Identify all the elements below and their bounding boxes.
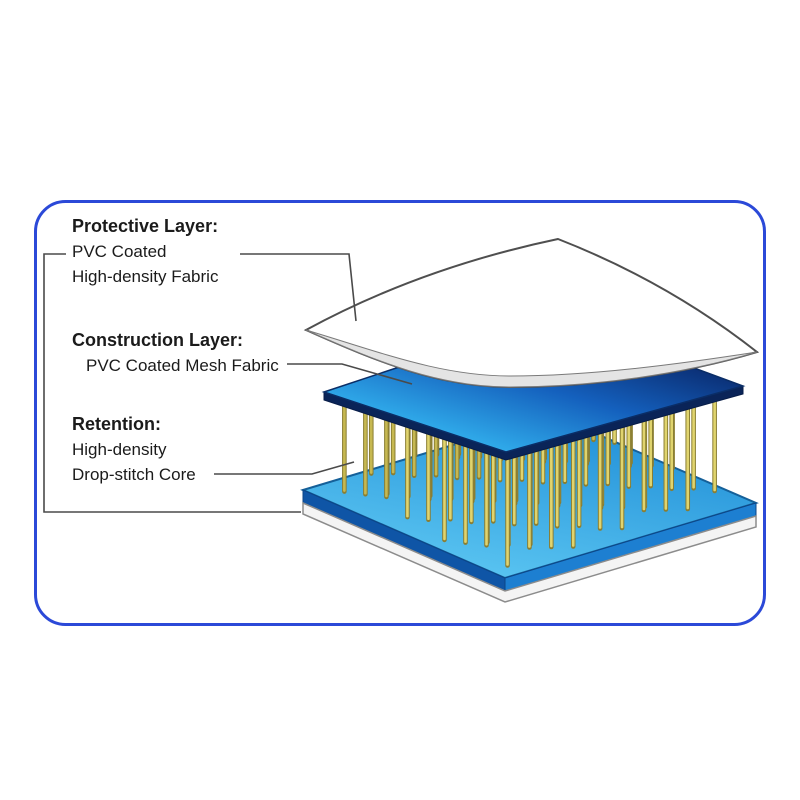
top-sheet: [303, 237, 760, 389]
retention-line2: Drop-stitch Core: [72, 465, 196, 484]
label-protective-layer: Protective Layer: PVC Coated High-densit…: [72, 214, 218, 289]
retention-title: Retention:: [72, 414, 161, 434]
top-sheet-underside: [305, 329, 758, 388]
label-construction-layer: Construction Layer: PVC Coated Mesh Fabr…: [72, 328, 279, 378]
leader-retention: [214, 461, 355, 475]
retention-line1: High-density: [72, 440, 167, 459]
construction-layer-title: Construction Layer:: [72, 330, 244, 350]
leader-protective-top: [240, 253, 357, 322]
frame-border: [34, 200, 766, 626]
protective-layer-line1: PVC Coated: [72, 242, 167, 261]
construction-layer-line1: PVC Coated Mesh Fabric: [86, 356, 279, 375]
protective-layer-title: Protective Layer:: [72, 216, 219, 236]
label-retention: Retention: High-density Drop-stitch Core: [72, 412, 196, 487]
base-bottom-skin: [302, 501, 757, 603]
leader-lines: [43, 253, 413, 513]
leader-construction: [287, 363, 413, 385]
protective-layer-line2: High-density Fabric: [72, 267, 219, 286]
leader-protective-bottom: [43, 253, 301, 513]
